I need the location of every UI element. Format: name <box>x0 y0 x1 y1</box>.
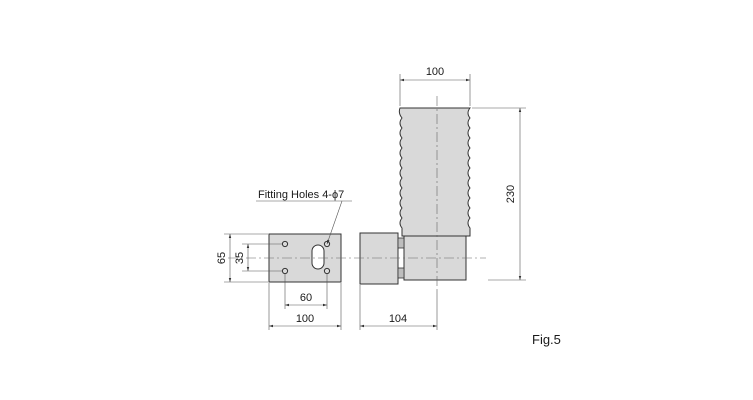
fixture-body <box>398 96 472 290</box>
fitting-holes-callout: Fitting Holes 4-ϕ7 <box>256 189 352 245</box>
joint-block <box>359 232 399 285</box>
dim-hole-spacing-y: 35 <box>234 243 282 272</box>
swivel-joint <box>359 232 405 285</box>
dim-hole-spacing-y-label: 35 <box>234 252 246 264</box>
fitting-hole <box>281 240 289 248</box>
dim-hole-spacing-x-label: 60 <box>300 292 312 304</box>
dim-hole-spacing-x: 60 <box>284 274 328 309</box>
dim-arm-length-label: 104 <box>389 313 407 325</box>
center-slot <box>311 244 325 270</box>
figure-label: Fig.5 <box>532 332 561 347</box>
fitting-hole <box>323 240 331 248</box>
fitting-holes-callout-label: Fitting Holes 4-ϕ7 <box>258 189 344 201</box>
dim-body-height-label: 230 <box>505 185 517 203</box>
dim-plate-width: 100 <box>268 283 342 330</box>
fitting-hole <box>281 267 289 275</box>
fitting-hole <box>323 267 331 275</box>
fixture-body-outline <box>398 107 472 237</box>
dim-body-width: 100 <box>399 66 471 106</box>
dim-body-height: 230 <box>472 107 526 281</box>
dim-plate-width-label: 100 <box>296 313 314 325</box>
joint-flange-top <box>397 237 405 249</box>
dim-plate-height: 65 <box>216 233 268 283</box>
dim-body-width-label: 100 <box>426 66 444 78</box>
dim-arm-length: 104 <box>359 285 438 330</box>
joint-flange-bottom <box>397 267 405 279</box>
dim-plate-height-label: 65 <box>216 252 228 264</box>
